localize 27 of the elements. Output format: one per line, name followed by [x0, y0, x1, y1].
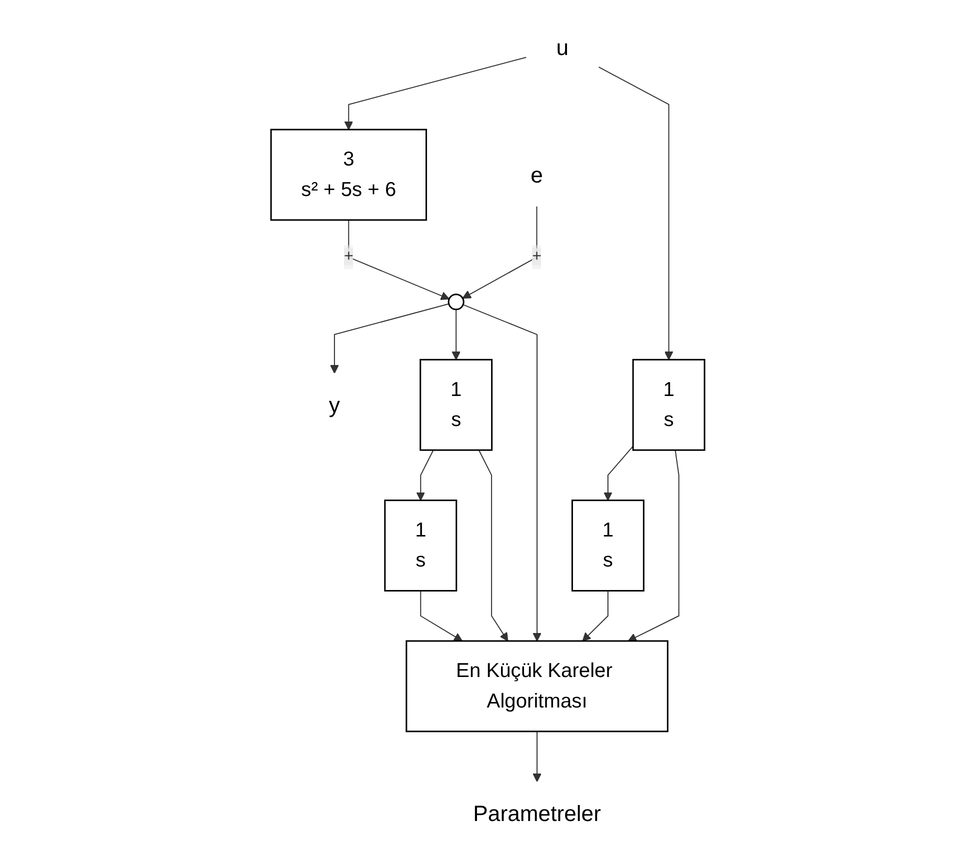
arrow [463, 304, 542, 642]
arrow [348, 220, 450, 300]
arrow [628, 450, 680, 642]
node-circle [448, 294, 465, 310]
arrow [330, 303, 450, 374]
arrow [478, 450, 508, 642]
arrow [532, 731, 542, 782]
arrow [604, 446, 634, 501]
arrow [344, 56, 526, 130]
arrow [582, 590, 609, 642]
node-text: Parametreler [473, 800, 602, 826]
arrow [598, 66, 674, 360]
node-box: 1 s [632, 358, 706, 451]
arrow [420, 590, 463, 642]
arrow [462, 206, 538, 299]
arrow [452, 309, 461, 360]
node-box: 1 s [384, 500, 458, 592]
node-box: En Küçük Kareler Algoritması [406, 640, 669, 732]
node-box: 1 s [420, 358, 493, 451]
node-text: u [556, 35, 569, 60]
node-box: 1 s [572, 500, 645, 592]
node-text: y [329, 392, 340, 418]
edge-label: + [532, 248, 542, 266]
arrow [416, 450, 434, 501]
edge-label: + [344, 248, 354, 266]
node-text: e [530, 162, 544, 188]
node-box: 3 s² + 5s + 6 [270, 128, 428, 221]
